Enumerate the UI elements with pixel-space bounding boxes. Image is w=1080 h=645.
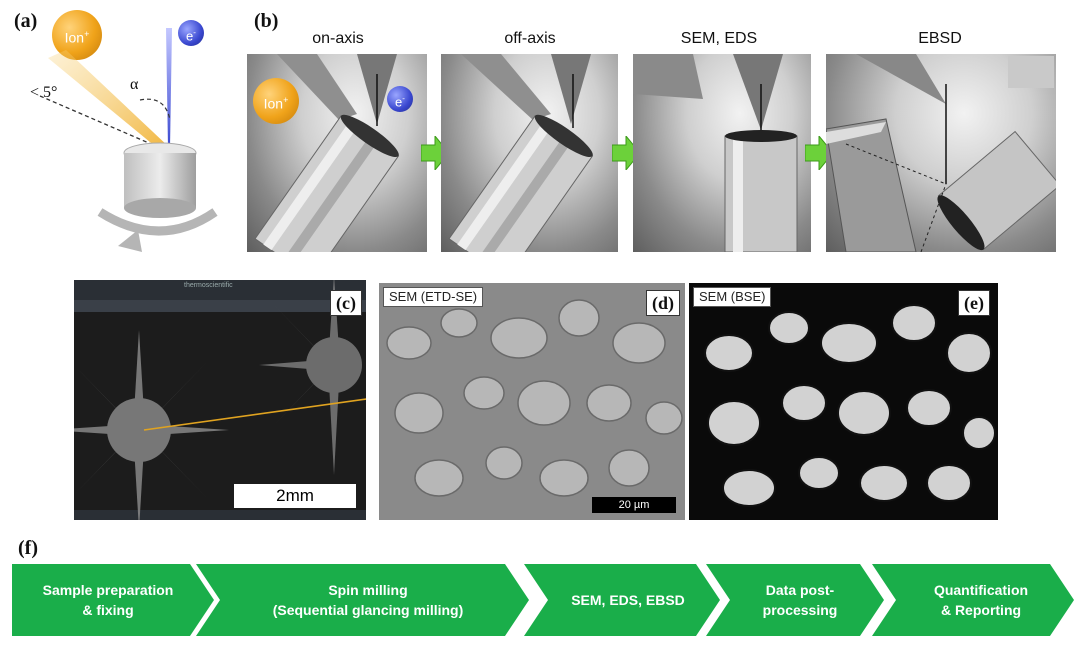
alpha-label: α <box>130 76 139 93</box>
photo-on-axis: Ion+ e- <box>247 54 427 252</box>
step-title-sem-eds: SEM, EDS <box>680 30 758 47</box>
sem-etd-se-label: SEM (ETD-SE) <box>383 287 484 307</box>
spin-milled-star-right <box>259 280 362 475</box>
workflow-step-5: Quantification & Reporting <box>896 580 1066 620</box>
workflow-step-1: Sample preparation & fixing <box>18 580 198 620</box>
software-menu-bar <box>74 280 366 300</box>
workflow-step-5-line2: & Reporting <box>940 602 1022 618</box>
panel-d-letter: (d) <box>646 290 680 316</box>
panel-e-letter: (e) <box>958 290 990 316</box>
electron-label: e <box>186 28 194 44</box>
workflow-step-4-line1: Data post- <box>765 582 835 598</box>
ion-source-icon: Ion+ <box>52 10 102 60</box>
workflow-step-2: Spin milling (Sequential glancing millin… <box>228 580 508 620</box>
software-status-bar <box>74 510 366 520</box>
photo-sem-eds <box>633 54 811 252</box>
photo-ebsd <box>826 54 1056 252</box>
workflow-step-3-line1: SEM, EDS, EBSD <box>571 592 685 608</box>
photo-off-axis <box>441 54 618 252</box>
electron-sup: - <box>193 28 196 37</box>
electron-source-icon: e- <box>178 20 204 46</box>
photo-electron-icon: e- <box>387 86 413 112</box>
ion-label: Ion <box>64 29 85 46</box>
workflow-step-5-line1: Quantification <box>933 582 1029 598</box>
workflow-step-1-shape <box>12 564 214 636</box>
workflow-step-2-line2: (Sequential glancing milling) <box>272 602 464 618</box>
workflow-step-3-shape <box>524 564 720 636</box>
photo-ion-icon: Ion+ <box>253 78 299 124</box>
workflow-step-2-shape <box>196 564 529 636</box>
rotation-arrow <box>97 208 218 236</box>
panel-c-letter: (c) <box>330 290 362 316</box>
panel-c-image: thermoscientific 2mm <box>74 280 366 520</box>
reference-dashed-line <box>39 95 166 151</box>
ion-beam <box>48 50 170 152</box>
panel-a-letter: (a) <box>14 10 38 32</box>
workflow-step-1-line2: & fixing <box>82 602 134 618</box>
scale-bar-c: 2mm <box>234 484 356 508</box>
electron-beam <box>166 28 172 148</box>
workflow-step-3: SEM, EDS, EBSD <box>548 590 708 610</box>
workflow-step-4-line2: processing <box>762 602 838 618</box>
zoom-pointer-line <box>143 398 366 431</box>
panel-e-image <box>689 283 998 520</box>
software-toolbar <box>74 300 366 312</box>
rotation-arrow-head <box>118 230 142 252</box>
step-title-on-axis: on-axis <box>312 30 364 47</box>
sem-bse-label: SEM (BSE) <box>693 287 772 307</box>
software-brand: thermoscientific <box>184 282 233 289</box>
workflow-step-2-line1: Spin milling <box>328 582 408 598</box>
step-title-ebsd: EBSD <box>918 30 962 47</box>
step-title-off-axis: off-axis <box>504 30 556 47</box>
panel-d-image: 20 µm <box>379 283 685 520</box>
alpha-arc <box>139 98 171 121</box>
sample-bottom <box>124 198 196 218</box>
panel-f-letter: (f) <box>18 537 38 559</box>
spin-milled-star-left <box>74 330 229 520</box>
workflow-step-1-line1: Sample preparation <box>42 582 174 598</box>
angle-label: < 5° <box>30 84 58 101</box>
ion-sup: + <box>84 29 90 39</box>
schematic-drawing <box>39 28 218 252</box>
workflow-step-4: Data post- processing <box>730 580 870 620</box>
workflow-step-4-shape <box>706 564 884 636</box>
workflow-step-5-shape <box>872 564 1074 636</box>
panel-b-letter: (b) <box>254 10 279 32</box>
workflow-chevrons <box>12 564 1074 636</box>
scale-bar-d: 20 µm <box>592 497 676 513</box>
